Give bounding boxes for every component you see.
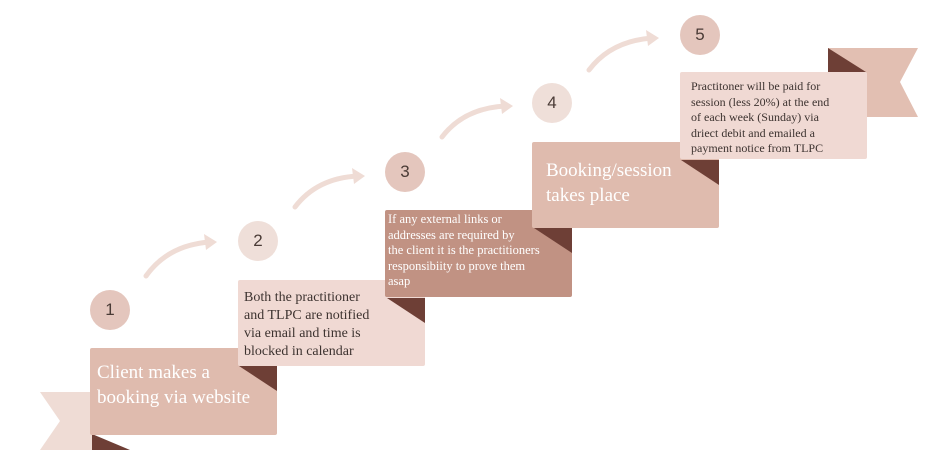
arrow-3-to-4 [439, 103, 509, 140]
step-3-fold [534, 228, 572, 253]
step-4-number-text: 4 [547, 93, 557, 112]
step-4-fold [681, 160, 719, 185]
step-2-text: Both the practitioner and TLPC are notif… [244, 290, 370, 359]
arrowhead-3 [500, 98, 513, 114]
step-5-box: Practitoner will be paid for session (le… [680, 72, 867, 159]
step-2-fold [387, 298, 425, 323]
step-4-text: Booking/session takes place [546, 160, 672, 206]
step-1-fold [239, 366, 277, 391]
arrowhead-2 [352, 168, 365, 184]
ribbon-left-fold [92, 434, 130, 450]
arrow-1-to-2 [143, 239, 213, 279]
step-3-number-text: 3 [400, 162, 410, 181]
arrow-2-to-3 [292, 173, 361, 210]
step-4-number: 4 [532, 83, 572, 123]
step-3-number: 3 [385, 152, 425, 192]
ribbon-left [40, 392, 92, 450]
arrowhead-1 [204, 234, 217, 250]
step-5-text: Practitoner will be paid for session (le… [691, 79, 830, 155]
step-2-number-text: 2 [253, 231, 263, 250]
arrow-4-to-5 [586, 35, 655, 73]
step-1-number-text: 1 [105, 300, 115, 319]
arrowhead-4 [646, 30, 659, 46]
step-5-number-text: 5 [695, 25, 705, 44]
step-1-number: 1 [90, 290, 130, 330]
step-1-text: Client makes a booking via website [97, 362, 251, 408]
ribbon-right-fold [828, 48, 866, 72]
step-2-number: 2 [238, 221, 278, 261]
step-3-text: If any external links or addresses are r… [388, 212, 540, 288]
step-5-number: 5 [680, 15, 720, 55]
